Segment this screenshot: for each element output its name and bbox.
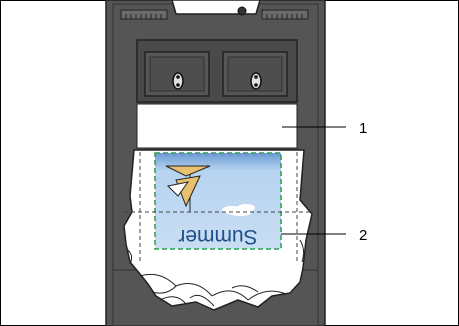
- guide-card: [137, 104, 297, 148]
- top-notch: [172, 0, 260, 14]
- photo-caption: Summer: [178, 225, 257, 248]
- top-comb-right: [262, 10, 308, 19]
- top-comb-left: [121, 10, 167, 19]
- photo: Summer: [155, 153, 281, 249]
- callout-1-label: 1: [359, 120, 367, 137]
- callout-2-label: 2: [359, 227, 367, 244]
- film-holder-left: [145, 52, 209, 96]
- film-holder-right: [223, 52, 287, 96]
- latch-knob: [238, 7, 246, 15]
